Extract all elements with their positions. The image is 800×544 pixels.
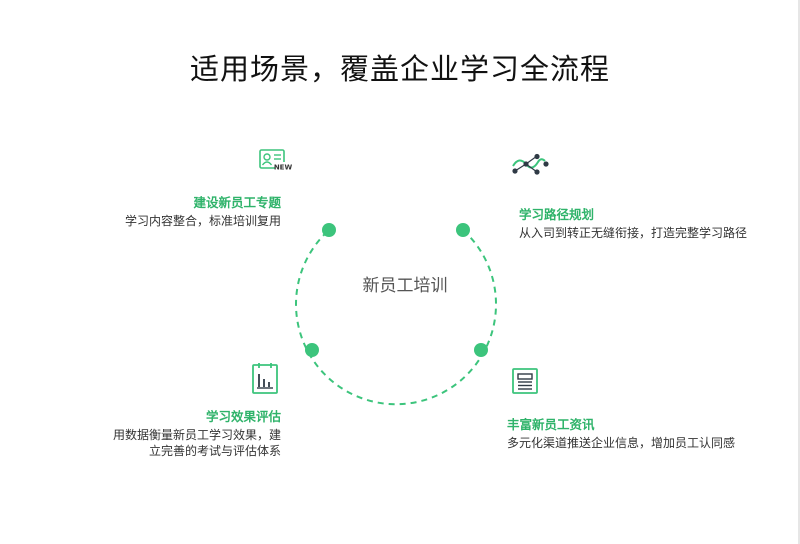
path-network-icon [512,153,549,175]
right-edge-divider [798,0,800,544]
page-title: 适用场景，覆盖企业学习全流程 [189,52,610,86]
dashed-circle-arc [295,229,497,406]
item-desc-line-2: 立完善的考试与评估体系 [148,444,281,458]
node-top-left [322,223,336,237]
item-employee-news: 丰富新员工资讯 多元化渠道推送企业信息，增加员工认同感 [507,417,735,451]
item-learning-evaluation: 学习效果评估 用数据衡量新员工学习效果，建 立完善的考试与评估体系 [113,409,281,459]
item-desc: 从入司到转正无缝衔接，打造完整学习路径 [519,226,748,240]
item-new-employee-topic: 建设新员工专题 学习内容整合，标准培训复用 [125,195,281,229]
news-document-icon [512,368,538,394]
item-title: 学习路径规划 [519,207,595,222]
item-desc: 多元化渠道推送企业信息，增加员工认同感 [507,436,736,450]
item-desc: 学习内容整合，标准培训复用 [124,214,281,228]
item-learning-path: 学习路径规划 从入司到转正无缝衔接，打造完整学习路径 [519,207,747,241]
node-bottom-left [305,343,319,357]
item-title: 学习效果评估 [205,409,281,424]
new-badge-text: NEW [274,164,292,172]
item-desc-line-1: 用数据衡量新员工学习效果，建 [112,428,281,442]
item-title: 丰富新员工资讯 [507,417,595,432]
center-label: 新员工培训 [362,276,448,296]
node-top-right [456,223,470,237]
node-bottom-right [474,343,488,357]
bar-chart-icon [252,363,278,394]
item-title: 建设新员工专题 [193,195,281,210]
id-card-new-icon: NEW [259,149,292,172]
